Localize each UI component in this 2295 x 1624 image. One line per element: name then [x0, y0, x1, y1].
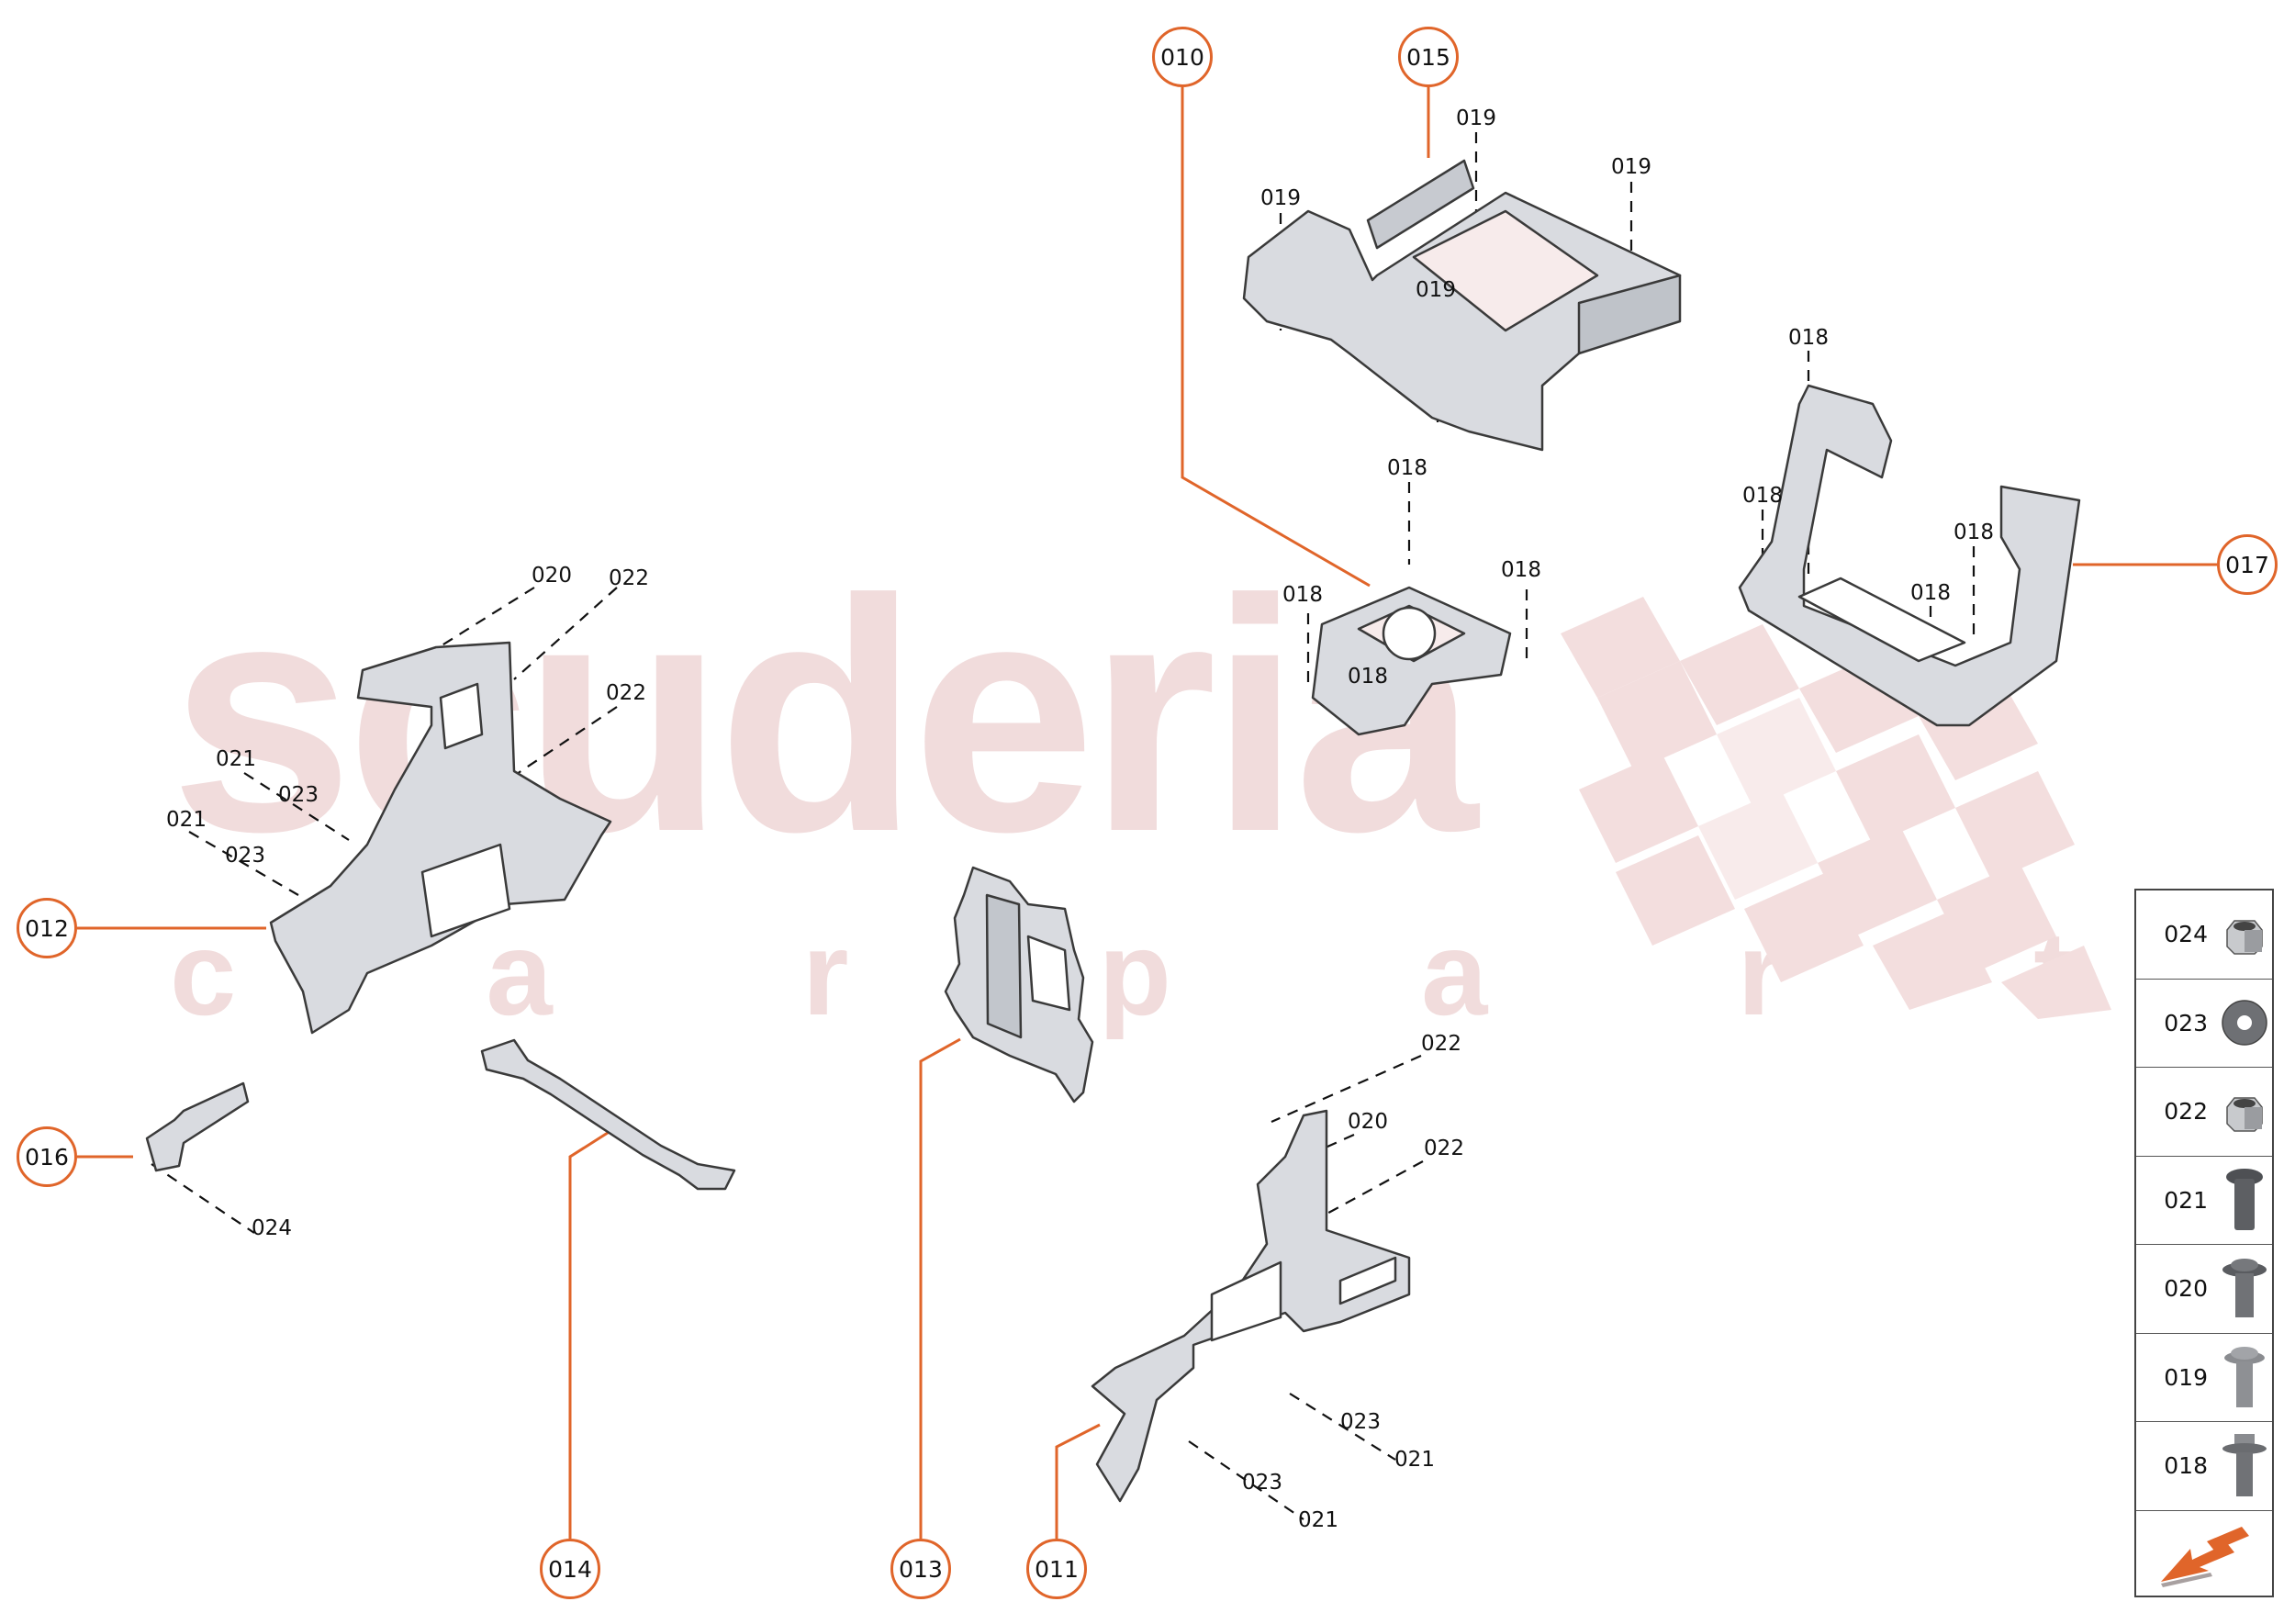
legend-row-020[interactable]: 020	[2136, 1245, 2272, 1334]
legend-code: 022	[2164, 1098, 2208, 1126]
ref-label[interactable]: 018	[1348, 665, 1388, 689]
ref-label[interactable]: 018	[1387, 456, 1427, 480]
ref-label[interactable]: 020	[1348, 1110, 1388, 1134]
next-page-button[interactable]	[2136, 1511, 2272, 1600]
ref-label[interactable]: 018	[1788, 326, 1829, 350]
ref-label[interactable]: 021	[166, 808, 207, 832]
callout-012[interactable]: 012	[17, 898, 77, 958]
legend-code: 018	[2164, 1452, 2208, 1480]
pan-head-bolt-icon	[2217, 1168, 2272, 1232]
ref-label[interactable]: 018	[1910, 581, 1951, 605]
legend-row-023[interactable]: 023	[2136, 980, 2272, 1068]
ref-label[interactable]: 024	[252, 1216, 292, 1240]
legend-row-022[interactable]: 022	[2136, 1068, 2272, 1157]
ref-label[interactable]: 019	[1456, 106, 1496, 130]
legend-code: 021	[2164, 1186, 2208, 1214]
part-015-tray-bracket	[1242, 159, 1682, 452]
legend-code: 020	[2164, 1275, 2208, 1303]
checkered-flag-watermark	[1561, 597, 2111, 1019]
ref-label[interactable]: 018	[1742, 484, 1783, 508]
callout-015[interactable]: 015	[1398, 27, 1459, 87]
legend-row-018[interactable]: 018	[2136, 1422, 2272, 1511]
callout-014[interactable]: 014	[540, 1539, 600, 1599]
flange-nut-icon	[2217, 902, 2272, 967]
ref-label[interactable]: 022	[609, 566, 649, 590]
next-page-arrow-icon	[2136, 1523, 2272, 1587]
legend-code: 023	[2164, 1009, 2208, 1036]
flange-bolt-icon	[2217, 1345, 2272, 1409]
flange-nut-icon	[2217, 1080, 2272, 1144]
legend-code: 024	[2164, 921, 2208, 948]
callout-016[interactable]: 016	[17, 1126, 77, 1187]
washer-icon	[2217, 991, 2272, 1055]
part-013-vertical-plate	[944, 866, 1094, 1103]
part-010-small-mount	[1311, 586, 1512, 736]
ref-label[interactable]: 018	[1954, 521, 1994, 544]
part-017-u-bracket	[1738, 384, 2081, 727]
fastener-legend: 024 023 022 021 020	[2134, 889, 2274, 1597]
ref-label[interactable]: 020	[532, 564, 572, 588]
callout-011[interactable]: 011	[1026, 1539, 1087, 1599]
ref-label[interactable]: 022	[1421, 1032, 1461, 1056]
part-012-main-bracket	[269, 641, 612, 1035]
ref-label[interactable]: 023	[278, 783, 319, 807]
ref-label[interactable]: 021	[216, 747, 256, 771]
part-016-l-bracket	[145, 1081, 250, 1172]
legend-row-024[interactable]: 024	[2136, 890, 2272, 980]
part-014-strap	[480, 1038, 736, 1191]
ref-label[interactable]: 021	[1298, 1508, 1338, 1532]
flange-bolt-icon	[2217, 1257, 2272, 1321]
ref-label[interactable]: 023	[1340, 1410, 1381, 1434]
ref-label[interactable]: 022	[606, 681, 646, 705]
legend-row-021[interactable]: 021	[2136, 1157, 2272, 1245]
legend-code: 019	[2164, 1363, 2208, 1391]
callout-017[interactable]: 017	[2217, 534, 2278, 595]
ref-label[interactable]: 021	[1394, 1448, 1435, 1472]
ref-label[interactable]: 023	[225, 844, 265, 868]
ref-label[interactable]: 023	[1242, 1471, 1282, 1495]
legend-row-019[interactable]: 019	[2136, 1334, 2272, 1422]
ref-label[interactable]: 022	[1424, 1137, 1464, 1160]
hex-flange-bolt-icon	[2217, 1433, 2272, 1498]
callout-013[interactable]: 013	[890, 1539, 951, 1599]
ref-label[interactable]: 019	[1416, 278, 1456, 302]
ref-label[interactable]: 018	[1501, 558, 1541, 582]
ref-label[interactable]: 018	[1282, 583, 1323, 607]
callout-010[interactable]: 010	[1152, 27, 1213, 87]
ref-label[interactable]: 019	[1260, 186, 1301, 210]
callout-leaders	[77, 87, 2217, 1539]
ref-label[interactable]: 019	[1611, 155, 1651, 179]
part-011-main-bracket	[1091, 1109, 1411, 1503]
